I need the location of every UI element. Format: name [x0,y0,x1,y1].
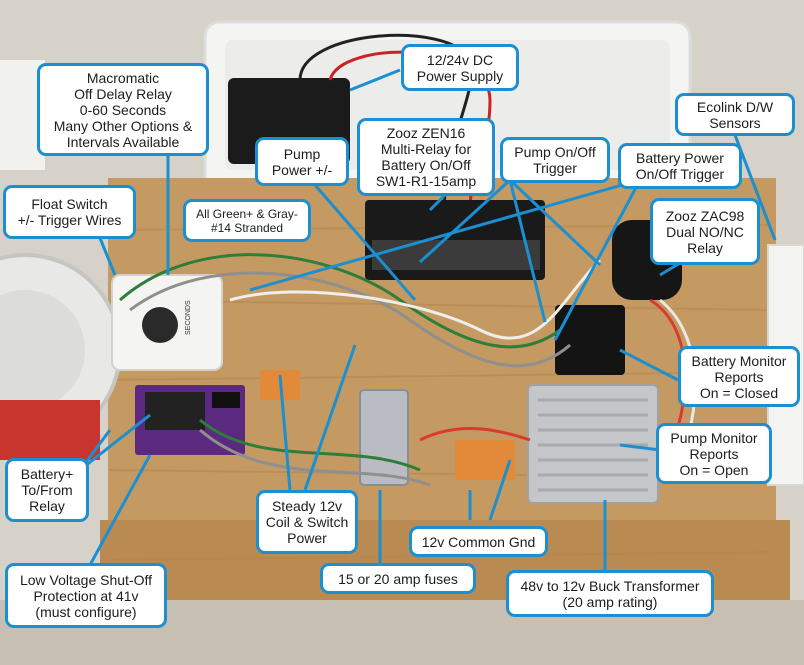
timer-dial [142,307,178,343]
zen16-terminals [372,240,540,270]
label-low-voltage: Low Voltage Shut-Off Protection at 41v (… [5,563,167,628]
label-ecolink-sensors: Ecolink D/W Sensors [675,93,795,136]
pump-red-band [0,400,100,460]
lv-board-relay [145,392,205,430]
label-fuses: 15 or 20 amp fuses [320,563,476,594]
label-pump-monitor: Pump Monitor Reports On = Open [656,423,772,484]
label-float-switch: Float Switch +/- Trigger Wires [3,185,136,239]
label-zac98: Zooz ZAC98 Dual NO/NC Relay [650,198,760,265]
label-power-supply: 12/24v DC Power Supply [401,44,519,91]
lv-display [212,392,240,408]
timer-dial-label: SECONDS [185,300,192,335]
automotive-relay [555,305,625,375]
label-steady-12v: Steady 12v Coil & Switch Power [256,490,358,554]
label-zen16: Zooz ZEN16 Multi-Relay for Battery On/Of… [357,118,495,196]
label-battery-monitor: Battery Monitor Reports On = Closed [678,346,800,407]
label-macromatic-relay: Macromatic Off Delay Relay 0-60 Seconds … [37,63,209,156]
pump-inner [0,290,85,410]
fuse-holder [359,389,409,486]
label-stranded-wire: All Green+ & Gray- #14 Stranded [183,199,311,242]
label-pump-power: Pump Power +/- [255,137,349,186]
label-buck-transformer: 48v to 12v Buck Transformer (20 amp rati… [506,570,714,617]
label-battery-relay: Battery+ To/From Relay [5,458,89,522]
label-pump-trigger: Pump On/Off Trigger [500,137,610,183]
label-battery-trigger: Battery Power On/Off Trigger [618,143,742,189]
label-common-gnd: 12v Common Gnd [409,526,548,557]
wago-connectors [455,440,515,480]
